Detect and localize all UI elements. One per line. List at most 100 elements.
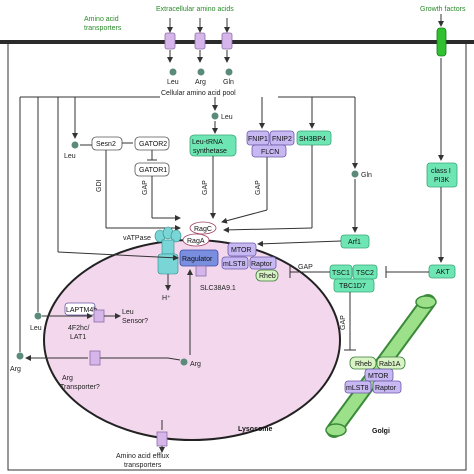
mlst8-label-golgi: mLST8	[346, 385, 369, 392]
gap-label-gator1: GAP	[142, 180, 149, 195]
arg-transporter-line2: Transporter?	[60, 384, 100, 391]
arg-dot-lyso	[180, 358, 188, 366]
arg-label-lyso: Arg	[190, 361, 201, 368]
arg-dot-top	[197, 68, 205, 76]
rab1a-label: Rab1A	[379, 361, 401, 368]
mtor-box-lyso	[227, 242, 257, 257]
transporters-label-line1: Amino acid	[84, 16, 119, 23]
gator1-label: GATOR1	[139, 167, 167, 174]
arg-label-left: Arg	[10, 366, 21, 373]
efflux-line1: Amino acid efflux	[116, 453, 170, 460]
leu-label-left: Leu	[64, 153, 76, 160]
plasma-membrane	[0, 40, 474, 44]
leu-sensor-label: Leu Sensor?	[122, 309, 148, 325]
slc38a9-label: SLC38A9.1	[200, 285, 236, 292]
raga-label: RagA	[187, 238, 205, 245]
flcn-box	[251, 144, 287, 158]
leu-sensor-line1: Leu	[122, 309, 134, 316]
leu-trna-line2: synthetase	[193, 148, 227, 155]
pi3k-box	[426, 162, 458, 188]
rheb-label-golgi: Rheb	[355, 361, 372, 368]
golgi-label: Golgi	[372, 428, 390, 435]
gln-dot-top	[225, 68, 233, 76]
leu-label-mid: Leu	[221, 114, 233, 121]
rheb-box-lyso	[255, 269, 279, 282]
growth-factor-receptor	[436, 27, 447, 57]
rheb-label-lyso: Rheb	[259, 273, 276, 280]
leu-dot-left	[71, 141, 79, 149]
gap-label-leutrna: GAP	[202, 180, 209, 195]
gln-label-right: Gln	[361, 172, 372, 179]
ragc-label: RagC	[194, 226, 212, 233]
lysosome-label: Lysosome	[238, 426, 272, 433]
raptor-box-lyso	[249, 256, 277, 270]
efflux-line2: transporters	[124, 462, 162, 469]
slc38a9	[195, 265, 207, 277]
gap-label-tsc-golgi: GAP	[340, 315, 347, 330]
gap-label-tsc: GAP	[298, 264, 313, 271]
f2hc-lat1-line1: 4F2hc/	[68, 325, 89, 332]
efflux-label: Amino acid efflux transporters	[116, 453, 171, 469]
raptor-label-lyso: Raptor	[251, 261, 273, 268]
gdi-label: GDI	[96, 180, 103, 193]
gln-dot-right	[351, 170, 359, 178]
f2hc-lat1-label: 4F2hc/ LAT1	[68, 325, 91, 341]
leu-dot-top	[169, 68, 177, 76]
arg-transporter	[89, 350, 101, 366]
laptm4b-label: LAPTM4b	[66, 307, 97, 314]
pi3k-line1: class I	[431, 168, 451, 175]
gap-label-flcn: GAP	[255, 180, 262, 195]
arg-label-top: Arg	[195, 79, 206, 86]
laptm4b-box	[64, 302, 96, 316]
cell-boundary	[7, 44, 467, 471]
ragc-box	[189, 221, 217, 235]
transporter-1	[164, 32, 176, 50]
gln-label-top: Gln	[223, 79, 234, 86]
mlst8-box-lyso	[221, 256, 249, 270]
pi3k-line2: PI3K	[434, 177, 450, 184]
leu-trna-line1: Leu-tRNA	[192, 139, 223, 146]
mtor-label-lyso: MTOR	[231, 247, 251, 254]
sh3bp4-box	[296, 130, 332, 146]
transporters-label-line2: transporters	[84, 25, 122, 32]
raptor-box-golgi	[372, 380, 402, 394]
leu-trna-label: Leu-tRNA synthetase	[192, 139, 227, 155]
lysosome	[43, 239, 341, 441]
arf1-label: Arf1	[348, 239, 361, 246]
fnip2-label: FNIP2	[272, 136, 292, 143]
tsc1-label: TSC1	[332, 270, 350, 277]
raga-box	[182, 233, 210, 247]
transporter-2	[194, 32, 206, 50]
transporter-3	[221, 32, 233, 50]
tsc2-label: TSC2	[356, 270, 374, 277]
mlst8-box-golgi	[344, 380, 372, 394]
f2hc-lat1-line2: LAT1	[70, 334, 86, 341]
leu-dot-mid	[211, 112, 219, 120]
pi3k-label: class I PI3K	[431, 168, 453, 184]
arg-transporter-line1: Arg	[62, 375, 73, 382]
efflux-transporter	[156, 431, 168, 447]
rheb-box-golgi	[349, 356, 377, 370]
mlst8-label-lyso: mLST8	[223, 261, 246, 268]
raptor-label-golgi: Raptor	[375, 385, 397, 392]
mtor-label-golgi: MTOR	[368, 373, 388, 380]
vatpase-label: vATPase	[123, 235, 151, 242]
leu-label-lower: Leu	[30, 325, 42, 332]
ragulator-label: Ragulator	[182, 256, 213, 263]
akt-label: AKT	[436, 269, 450, 276]
amino-acid-transporters-label: Amino acid transporters	[84, 16, 122, 32]
gator2-label: GATOR2	[139, 141, 167, 148]
laptm4b-transporter	[93, 309, 105, 323]
h-plus-label: H⁺	[162, 295, 171, 302]
cellular-pool-label: Cellular amino acid pool	[161, 90, 236, 97]
leu-sensor-line2: Sensor?	[122, 318, 148, 325]
tbc1d7-label: TBC1D7	[339, 283, 366, 290]
growth-factors-label: Growth factors	[420, 6, 466, 13]
fnip1-label: FNIP1	[248, 136, 268, 143]
extracellular-amino-acids-label: Extracellular amino acids	[156, 6, 234, 13]
leu-label-top: Leu	[167, 79, 179, 86]
arg-dot-left	[16, 352, 24, 360]
sh3bp4-label: SH3BP4	[299, 136, 326, 143]
arg-transporter-label: Arg Transporter?	[60, 375, 100, 391]
